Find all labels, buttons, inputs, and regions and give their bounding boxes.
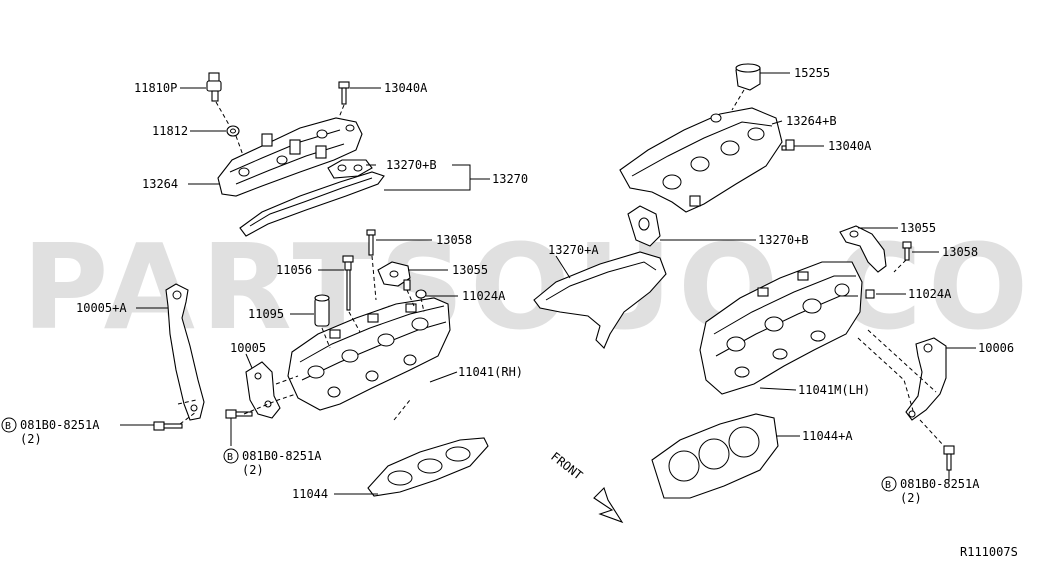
circled-b-symbol-1 (1, 417, 17, 433)
camshaft-sensor-13055-right[interactable] (839, 225, 887, 273)
callout-11041m-lh[interactable]: 11041M(LH) (798, 383, 870, 397)
bolt-symbol-3: B (885, 480, 891, 491)
callout-13270a[interactable]: 13270+A (548, 243, 599, 257)
bolt-part-3: 081B0-8251A (900, 477, 980, 491)
front-direction-arrow: FRONT (548, 449, 624, 524)
cylinder-head-11041-rh[interactable] (287, 297, 451, 411)
bolt-11056[interactable] (342, 255, 354, 311)
circled-b-symbol-3 (881, 476, 897, 492)
callout-13264b[interactable]: 13264+B (786, 114, 837, 128)
callout-13058-right[interactable]: 13058 (942, 245, 978, 259)
pcv-valve-11810p[interactable] (206, 72, 222, 102)
camshaft-sensor-13055-left[interactable] (377, 261, 411, 291)
callout-13055-left[interactable]: 13055 (452, 263, 488, 277)
bolt-13058-right[interactable] (902, 241, 912, 261)
callout-11812[interactable]: 11812 (152, 124, 188, 138)
rocker-cover-13264b[interactable] (619, 107, 783, 213)
rocker-cover-gasket-13270a[interactable] (533, 251, 667, 349)
callout-15255[interactable]: 15255 (794, 66, 830, 80)
plug-11024a-right[interactable] (865, 289, 875, 299)
bolt-13040a-right[interactable] (781, 139, 795, 151)
callout-11024a-left[interactable]: 11024A (462, 289, 506, 303)
bolt-081b0-8251a-a[interactable] (153, 421, 183, 431)
callout-10005[interactable]: 10005 (230, 341, 266, 355)
callout-13058-left[interactable]: 13058 (436, 233, 472, 247)
callout-11024a-right[interactable]: 11024A (908, 287, 952, 301)
callout-10006[interactable]: 10006 (978, 341, 1014, 355)
bolt-081b0-8251a-b[interactable] (225, 409, 253, 419)
callout-11041-rh[interactable]: 11041(RH) (458, 365, 523, 379)
callout-11056[interactable]: 11056 (276, 263, 312, 277)
callout-11095[interactable]: 11095 (248, 307, 284, 321)
callout-11044[interactable]: 11044 (292, 487, 328, 501)
bolt-qty-1: (2) (20, 432, 42, 446)
rocker-cover-gasket-13270[interactable] (239, 171, 385, 237)
callout-11044a[interactable]: 11044+A (802, 429, 853, 443)
callout-13270b-left[interactable]: 13270+B (386, 158, 437, 172)
callout-11810p[interactable]: 11810P (134, 81, 177, 95)
bolt-symbol-2: B (227, 452, 233, 463)
callout-13040a-left[interactable]: 13040A (384, 81, 428, 95)
callout-13040a-right[interactable]: 13040A (828, 139, 872, 153)
callout-13270b-right[interactable]: 13270+B (758, 233, 809, 247)
bolt-081b0-8251a-c[interactable] (943, 445, 955, 471)
bolt-13058-left[interactable] (366, 229, 376, 256)
bracket-10006[interactable] (905, 337, 947, 421)
gasket-13270b-left[interactable] (327, 159, 373, 179)
plug-11024a-left[interactable] (415, 289, 427, 299)
bolt-part-1: 081B0-8251A (20, 418, 100, 432)
bolt-callout-3[interactable]: B 081B0-8251A (2) (881, 476, 980, 505)
callout-labels: 11810P 13040A 11812 13270+B 13270 13264 … (76, 66, 1014, 501)
cylinder-head-11041m-lh[interactable] (699, 261, 863, 395)
gasket-13270b-right[interactable] (627, 205, 661, 247)
callout-10005a[interactable]: 10005+A (76, 301, 127, 315)
oil-filler-cap-15255[interactable] (735, 63, 761, 91)
callout-13270[interactable]: 13270 (492, 172, 528, 186)
spacer-11095[interactable] (314, 294, 330, 327)
callout-13264[interactable]: 13264 (142, 177, 178, 191)
bolt-callout-1[interactable]: B 081B0-8251A (2) (1, 417, 100, 446)
bolt-qty-3: (2) (900, 491, 922, 505)
bolt-qty-2: (2) (242, 463, 264, 477)
head-gasket-11044[interactable] (367, 437, 489, 497)
bracket-10005a[interactable] (165, 283, 205, 421)
front-label: FRONT (548, 449, 585, 482)
circled-b-symbol-2 (223, 448, 239, 464)
bolt-symbol-1: B (5, 421, 11, 432)
bolt-part-2: 081B0-8251A (242, 449, 322, 463)
diagram-id: R111007S (960, 545, 1018, 559)
rocker-cover-13264[interactable] (217, 117, 363, 197)
callout-13055-right[interactable]: 13055 (900, 221, 936, 235)
bolt-callout-2[interactable]: B 081B0-8251A (2) (223, 448, 322, 477)
bolt-13040a-left[interactable] (338, 81, 350, 105)
leader-lines (120, 72, 976, 495)
grommet-11812[interactable] (226, 125, 240, 137)
bracket-10005[interactable] (245, 361, 281, 419)
head-gasket-11044a[interactable] (651, 413, 779, 499)
